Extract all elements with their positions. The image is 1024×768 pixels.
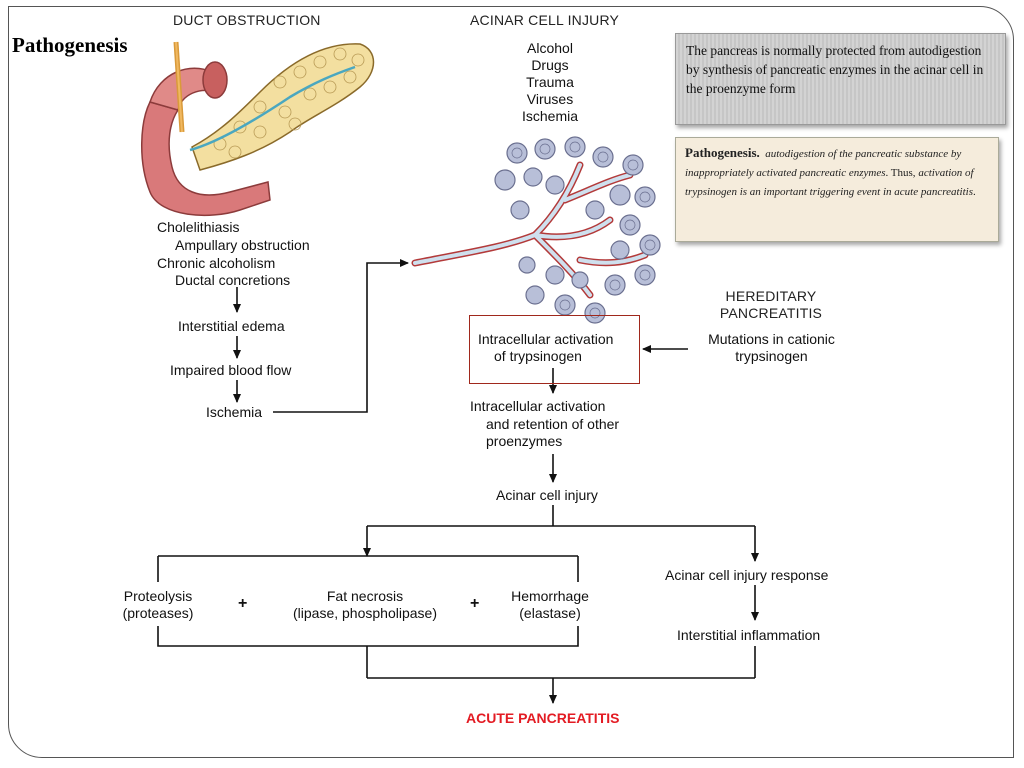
info-box-protection: The pancreas is normally protected from …	[675, 33, 1006, 125]
cause-cholelithiasis: Cholelithiasis	[157, 219, 240, 235]
cause-ampullary-obstruction: Ampullary obstruction	[175, 237, 310, 253]
acute-pancreatitis-label: ACUTE PANCREATITIS	[466, 710, 620, 726]
ischemia-label: Ischemia	[206, 404, 263, 420]
plus-sign-1: +	[238, 595, 248, 612]
pancreas-illustration	[141, 41, 375, 217]
info-box-heading: Pathogenesis.	[685, 145, 760, 160]
fat-necrosis-line-1: Fat necrosis	[326, 588, 404, 604]
acinar-causes-list: Alcohol Drugs Trauma Viruses Ischemia	[490, 40, 610, 125]
interstitial-inflammation-label: Interstitial inflammation	[677, 627, 821, 643]
cause-trauma: Trauma	[526, 74, 574, 90]
cause-ductal-concretions: Ductal concretions	[175, 272, 291, 288]
acinar-cell-injury-label: Acinar cell injury	[496, 487, 598, 503]
cause-chronic-alcoholism: Chronic alcoholism	[157, 255, 276, 271]
page-title: Pathogenesis	[12, 33, 128, 57]
proteolysis-line-1: Proteolysis	[123, 588, 193, 604]
proteolysis-label: Proteolysis (proteases)	[108, 588, 208, 622]
interstitial-edema-label: Interstitial edema	[178, 318, 285, 334]
plus-sign-2: +	[470, 595, 480, 612]
acinar-cell-injury-header: ACINAR CELL INJURY	[470, 12, 620, 28]
cause-ischemia: Ischemia	[521, 108, 579, 124]
retention-line-3: proenzymes	[486, 433, 563, 449]
impaired-blood-flow-label: Impaired blood flow	[170, 362, 292, 378]
cause-viruses: Viruses	[526, 91, 574, 107]
acini-illustration	[411, 136, 661, 324]
retention-line-2: and retention of other	[486, 416, 620, 432]
cause-alcohol: Alcohol	[527, 40, 573, 56]
hereditary-line-2: PANCREATITIS	[719, 305, 823, 321]
duct-obstruction-header: DUCT OBSTRUCTION	[173, 12, 321, 28]
acinar-cell-injury-response-label: Acinar cell injury response	[665, 567, 829, 583]
info-box-italic-1: autodigestion of the pancreatic substanc…	[685, 148, 962, 179]
info-box-end: .	[973, 186, 976, 198]
fat-necrosis-label: Fat necrosis (lipase, phospholipase)	[280, 588, 450, 622]
cause-drugs: Drugs	[531, 57, 569, 73]
slide-frame	[8, 6, 1014, 758]
proteolysis-line-2: (proteases)	[122, 605, 194, 621]
trypsinogen-activation-box	[469, 315, 640, 384]
info-box-italic-2: activation of trypsinogen is an importan…	[685, 167, 974, 198]
hereditary-pancreatitis-header: HEREDITARY PANCREATITIS	[712, 288, 830, 322]
hemorrhage-line-2: (elastase)	[519, 605, 581, 621]
hemorrhage-line-1: Hemorrhage	[511, 588, 589, 604]
mutations-label: Mutations in cationic trypsinogen	[694, 331, 849, 365]
activation-line-2: of trypsinogen	[494, 348, 582, 364]
info-box-pathogenesis: Pathogenesis. autodigestion of the pancr…	[675, 137, 999, 242]
hereditary-line-1: HEREDITARY	[725, 288, 817, 304]
mutations-line-2: trypsinogen	[735, 348, 808, 364]
retention-line-1: Intracellular activation	[470, 398, 606, 414]
info-box-thus: . Thus,	[885, 167, 916, 179]
mutations-line-1: Mutations in cationic	[708, 331, 835, 347]
fat-necrosis-line-2: (lipase, phospholipase)	[293, 605, 437, 621]
activation-line-1: Intracellular activation	[478, 331, 614, 347]
hemorrhage-label: Hemorrhage (elastase)	[500, 588, 600, 622]
